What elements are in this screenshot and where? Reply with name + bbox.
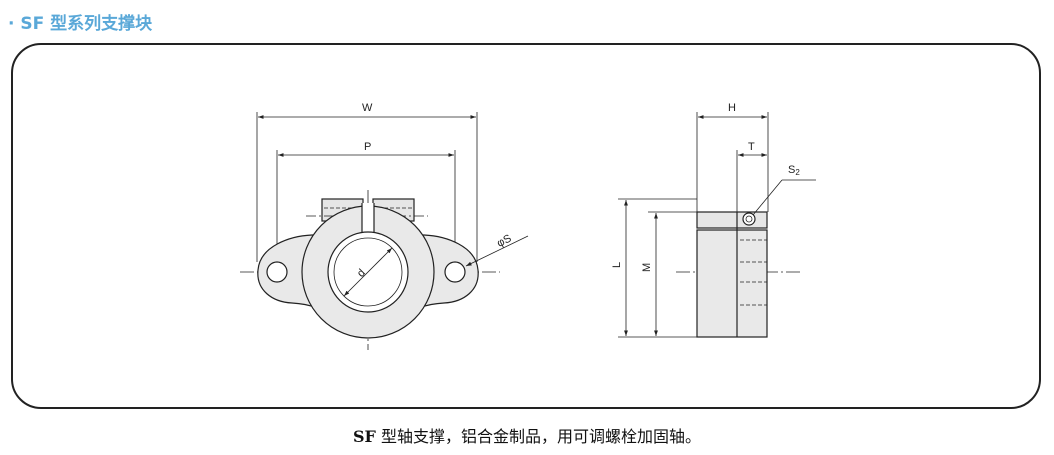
- screw-leader: [752, 179, 783, 216]
- caption-text: 型轴支撑，铝合金制品，用可调螺栓加固轴。: [375, 427, 701, 446]
- hole-leader: [465, 235, 529, 267]
- w-label: W: [362, 102, 373, 114]
- bore-dimension-line: [343, 247, 393, 297]
- mount-hole-right: [444, 261, 466, 283]
- h-label: H: [728, 102, 736, 114]
- s2-label-main: S: [788, 164, 795, 176]
- mount-hole-left: [266, 261, 288, 283]
- page-title: · SF 型系列支撑块: [8, 9, 152, 34]
- clamp-slot: [362, 203, 374, 239]
- side-clamp-block: [696, 211, 768, 229]
- side-body: [696, 229, 768, 338]
- l-label: L: [611, 262, 623, 268]
- drawing-frame: [11, 43, 1041, 409]
- phi-s-label: φS: [495, 232, 513, 249]
- s2-label-sub: 2: [795, 168, 800, 177]
- drawing-caption: SF 型轴支撑，铝合金制品，用可调螺栓加固轴。: [0, 423, 1054, 447]
- screw-inner: [745, 215, 753, 223]
- side-view: [618, 112, 816, 338]
- t-label: T: [748, 141, 755, 153]
- title-text: SF 型系列支撑块: [20, 14, 153, 34]
- m-label: M: [641, 263, 653, 272]
- s2-label: S2: [788, 164, 800, 177]
- title-bullet: ·: [8, 14, 15, 34]
- front-view: [240, 112, 529, 350]
- caption-lead: SF: [352, 427, 376, 446]
- p-label: P: [364, 141, 371, 153]
